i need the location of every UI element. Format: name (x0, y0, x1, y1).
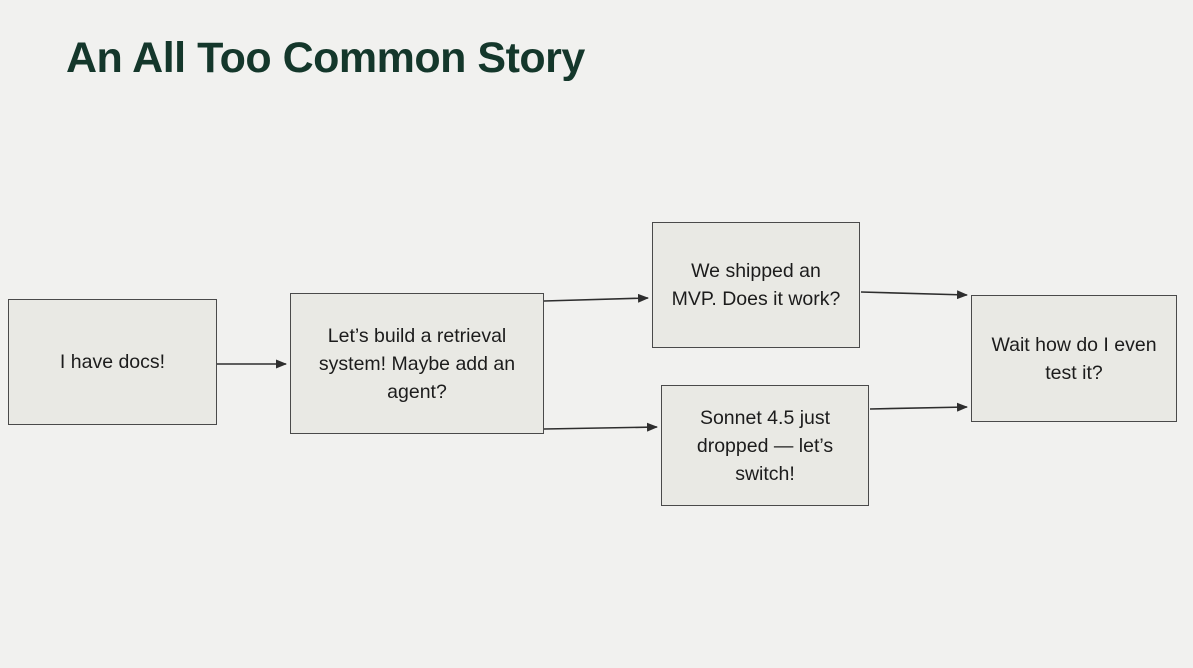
slide-title: An All Too Common Story (66, 34, 585, 82)
flow-node-label: We shipped an MVP. Does it work? (671, 260, 841, 310)
flow-node-label: Sonnet 4.5 just dropped — let’s switch! (696, 406, 834, 485)
flow-node-how-to-test: Wait how do I even test it? (971, 295, 1177, 422)
arrow-mvp-to-test (860, 290, 968, 300)
arrow-build-to-mvp (543, 293, 649, 303)
flow-node-i-have-docs: I have docs! (8, 299, 217, 425)
flow-node-shipped-mvp: We shipped an MVP. Does it work? (652, 222, 860, 348)
flow-node-label: Let’s build a retrieval system! Maybe ad… (318, 324, 516, 403)
flow-node-build-retrieval-system: Let’s build a retrieval system! Maybe ad… (290, 293, 544, 434)
arrow-sonnet-to-test (869, 402, 968, 412)
arrow-build-to-sonnet (543, 422, 658, 432)
flow-node-label: I have docs! (59, 351, 166, 373)
flow-node-label: Wait how do I even test it? (991, 333, 1157, 384)
flow-node-sonnet-dropped: Sonnet 4.5 just dropped — let’s switch! (661, 385, 869, 506)
